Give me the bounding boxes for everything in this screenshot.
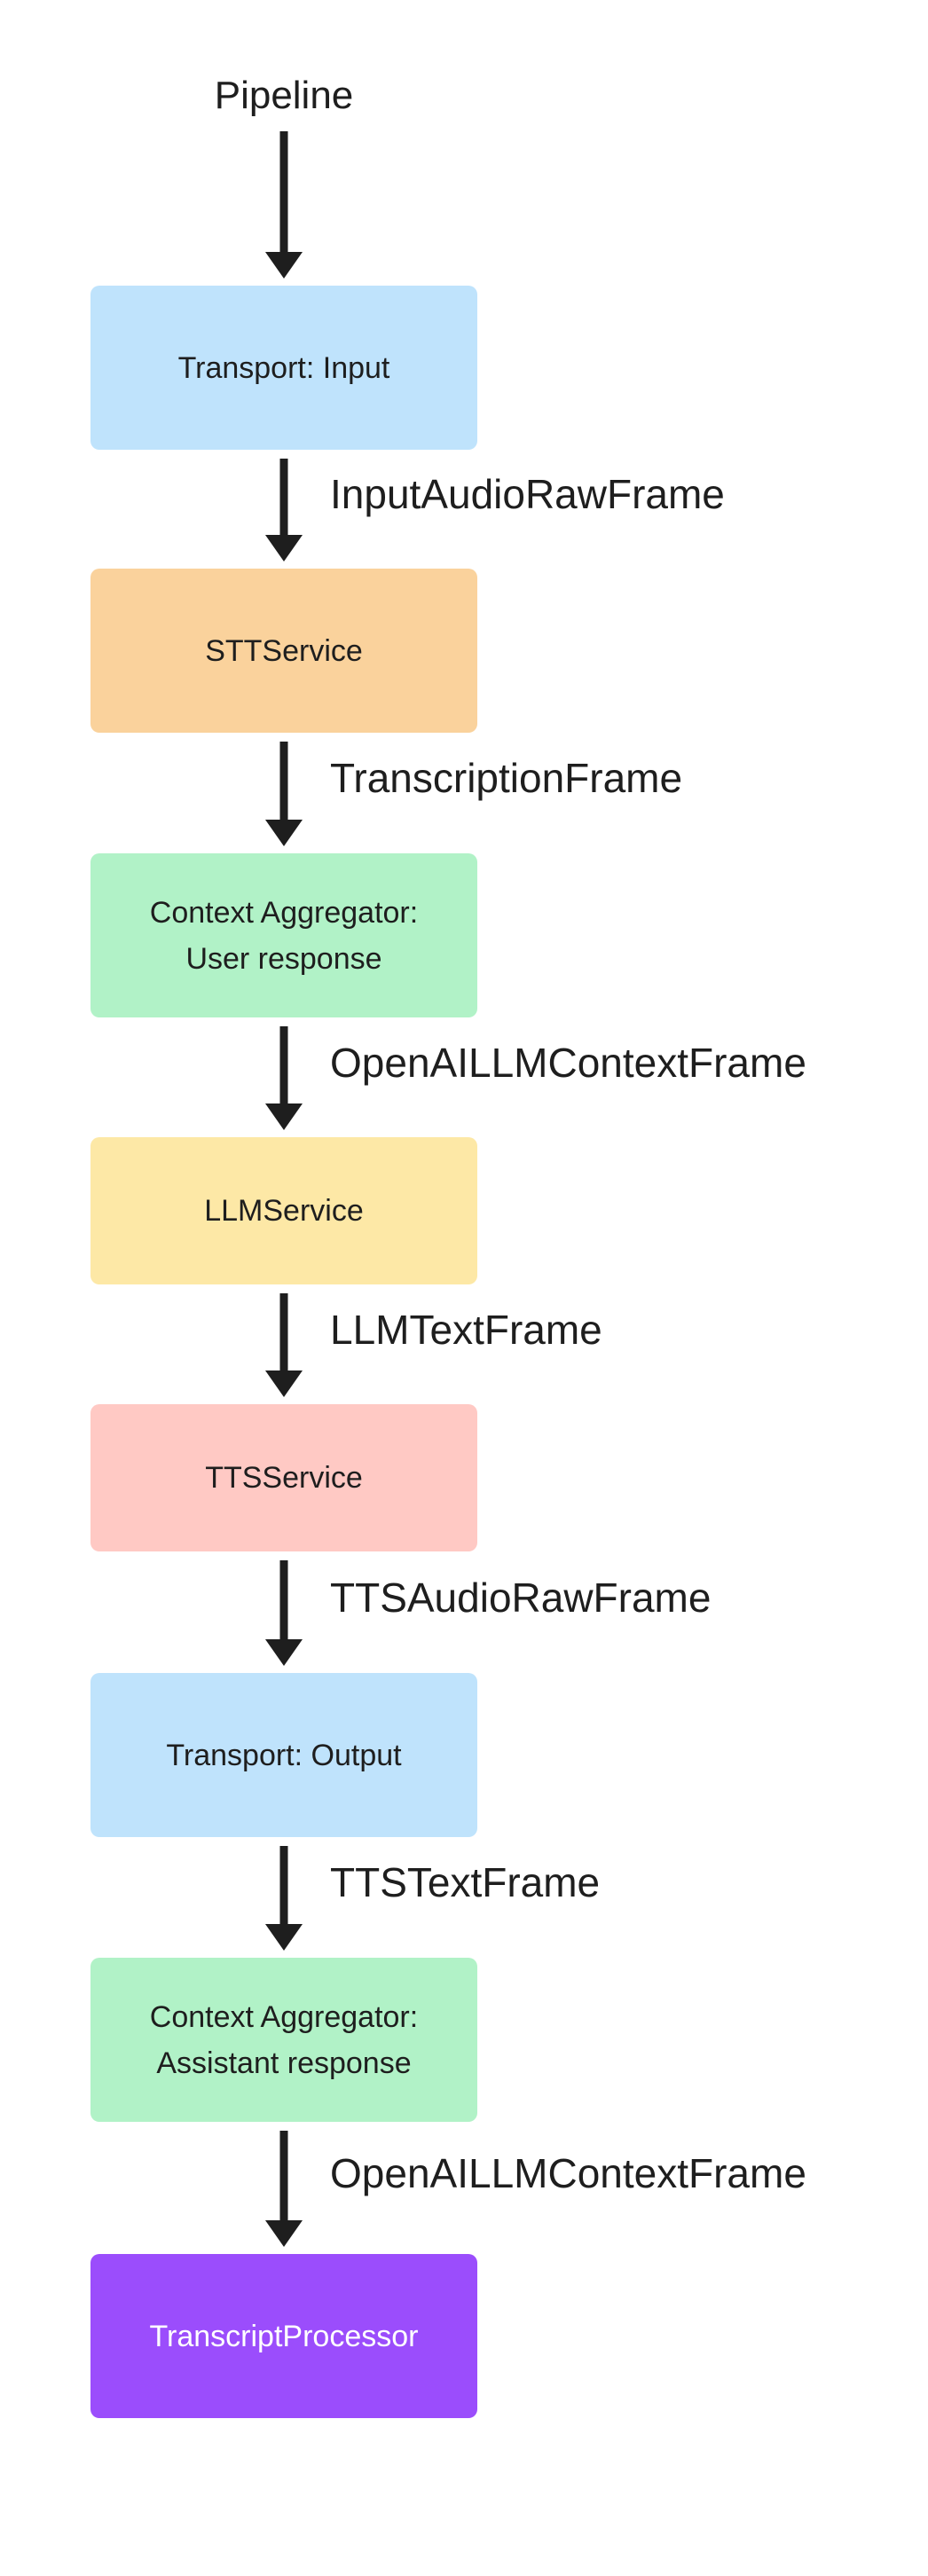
node-label-line: Transport: Output [166,1738,402,1772]
arrow-head [265,2220,303,2247]
arrow-head [265,1370,303,1397]
node-transcript-processor: TranscriptProcessor [90,2254,477,2418]
arrow-head [265,1103,303,1130]
arrow-head [265,1924,303,1951]
node-transport-output: Transport: Output [90,1673,477,1837]
edge-label: OpenAILLMContextFrame [330,2149,806,2196]
arrow-head [265,252,303,279]
arrow-transport-output-to-context-aggregator-assistant [265,1846,303,1951]
arrow-stt-service-to-context-aggregator-user [265,742,303,846]
edge-label: TranscriptionFrame [330,755,683,801]
edge-label: LLMTextFrame [330,1306,602,1353]
node-label-line: STTService [205,633,363,668]
edge-label: TTSAudioRawFrame [330,1574,712,1621]
arrow-head [265,535,303,562]
node-stt-service: STTService [90,569,477,733]
edge-label: InputAudioRawFrame [330,471,725,517]
arrow-context-aggregator-user-to-llm-service [265,1026,303,1130]
node-context-aggregator-user: Context Aggregator: User response [90,853,477,1017]
node-label-line: Context Aggregator: [149,895,419,930]
edge-label: OpenAILLMContextFrame [330,1039,806,1086]
node-label-line: Context Aggregator: [149,1999,419,2034]
node-label-line: LLMService [204,1194,364,1228]
node-label-line: User response [185,941,382,976]
arrow-context-aggregator-assistant-to-transcript-processor [265,2131,303,2247]
node-label-line: Transport: Input [177,350,390,385]
arrow-transport-input-to-stt-service [265,459,303,562]
arrow-head [265,820,303,846]
arrow-tts-service-to-transport-output [265,1560,303,1666]
arrow-title-to-transport-input [265,131,303,279]
node-label-line: TranscriptProcessor [149,2319,419,2353]
arrow-head [265,1639,303,1666]
arrow-llm-service-to-tts-service [265,1293,303,1397]
node-label-line: TTSService [205,1461,363,1495]
diagram-title: Pipeline [214,74,354,117]
edge-label: TTSTextFrame [330,1859,601,1905]
node-tts-service: TTSService [90,1404,477,1551]
node-label-line: Assistant response [156,2046,412,2080]
node-llm-service: LLMService [90,1137,477,1284]
node-context-aggregator-assistant: Context Aggregator: Assistant response [90,1958,477,2122]
node-transport-input: Transport: Input [90,286,477,450]
